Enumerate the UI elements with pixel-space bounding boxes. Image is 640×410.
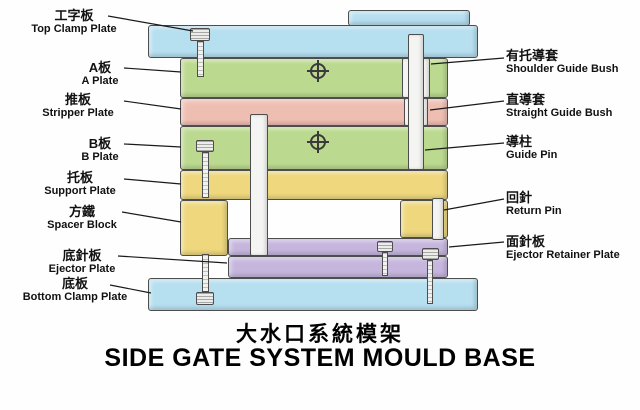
label-en: Spacer Block <box>47 219 117 231</box>
crosshair-icon <box>310 63 326 79</box>
screw-head-icon <box>196 292 214 305</box>
label-zh: 導柱 <box>506 134 533 149</box>
screw-shaft-icon <box>427 260 433 304</box>
label-zh: 有托導套 <box>506 48 559 63</box>
label-en: Support Plate <box>44 185 116 197</box>
spacer-block-left <box>180 200 228 256</box>
label-zh: 推板 <box>64 92 91 107</box>
label-shoulder-guide-bush: 有托導套 Shoulder Guide Bush <box>506 48 640 76</box>
label-bottom-clamp-plate: 底板 Bottom Clamp Plate <box>5 276 145 304</box>
label-zh: 面針板 <box>506 234 546 249</box>
label-zh: 回針 <box>506 190 533 205</box>
label-spacer-block: 方鐵 Spacer Block <box>15 204 149 232</box>
label-en: Bottom Clamp Plate <box>22 291 128 303</box>
label-en: Ejector Retainer Plate <box>506 249 620 261</box>
label-zh: 底針板 <box>62 248 102 263</box>
label-zh: A板 <box>88 60 112 75</box>
top-clamp-plate-step <box>348 10 470 26</box>
label-en: Stripper Plate <box>42 107 114 119</box>
label-en: A Plate <box>81 75 119 87</box>
label-en: Straight Guide Bush <box>506 107 613 119</box>
screw-head-icon <box>196 140 214 152</box>
label-en: Guide Pin <box>506 149 558 161</box>
label-zh: B板 <box>88 136 112 151</box>
label-guide-pin: 導柱 Guide Pin <box>506 134 640 162</box>
crosshair-icon <box>310 134 326 150</box>
return-pin <box>432 198 444 240</box>
label-en: Shoulder Guide Bush <box>506 63 619 75</box>
screw-shaft-icon <box>197 41 204 77</box>
screw-shaft-icon <box>202 254 209 292</box>
label-zh: 底板 <box>61 276 88 291</box>
support-plate <box>180 170 448 200</box>
label-straight-guide-bush: 直導套 Straight Guide Bush <box>506 92 640 120</box>
label-en: Top Clamp Plate <box>31 23 117 35</box>
screw-head-icon <box>377 241 393 252</box>
label-ejector-plate: 底針板 Ejector Plate <box>15 248 149 276</box>
label-b-plate: B板 B Plate <box>35 136 165 164</box>
screw-shaft-icon <box>202 152 209 198</box>
screw-head-icon <box>422 248 439 260</box>
screw-head-icon <box>190 28 210 41</box>
label-zh: 方鐵 <box>68 204 95 219</box>
label-top-clamp-plate: 工字板 Top Clamp Plate <box>8 8 140 36</box>
guide-pin <box>408 34 424 170</box>
stripper-plate <box>180 98 448 126</box>
ejector-pin <box>250 114 268 256</box>
label-zh: 托板 <box>66 170 93 185</box>
title-english: SIDE GATE SYSTEM MOULD BASE <box>104 344 536 372</box>
label-support-plate: 托板 Support Plate <box>12 170 148 198</box>
label-stripper-plate: 推板 Stripper Plate <box>10 92 146 120</box>
screw-shaft-icon <box>382 252 388 276</box>
label-return-pin: 回針 Return Pin <box>506 190 640 218</box>
ejector-plate <box>228 256 448 278</box>
label-a-plate: A板 A Plate <box>35 60 165 88</box>
title-chinese: 大水口系統模架 <box>236 323 404 346</box>
label-ejector-retainer-plate: 面針板 Ejector Retainer Plate <box>506 234 640 262</box>
label-en: B Plate <box>81 151 119 163</box>
label-en: Ejector Plate <box>48 263 116 275</box>
label-zh: 直導套 <box>506 92 546 107</box>
ejector-retainer-plate <box>228 238 448 256</box>
label-zh: 工字板 <box>54 8 94 23</box>
label-en: Return Pin <box>506 205 562 217</box>
